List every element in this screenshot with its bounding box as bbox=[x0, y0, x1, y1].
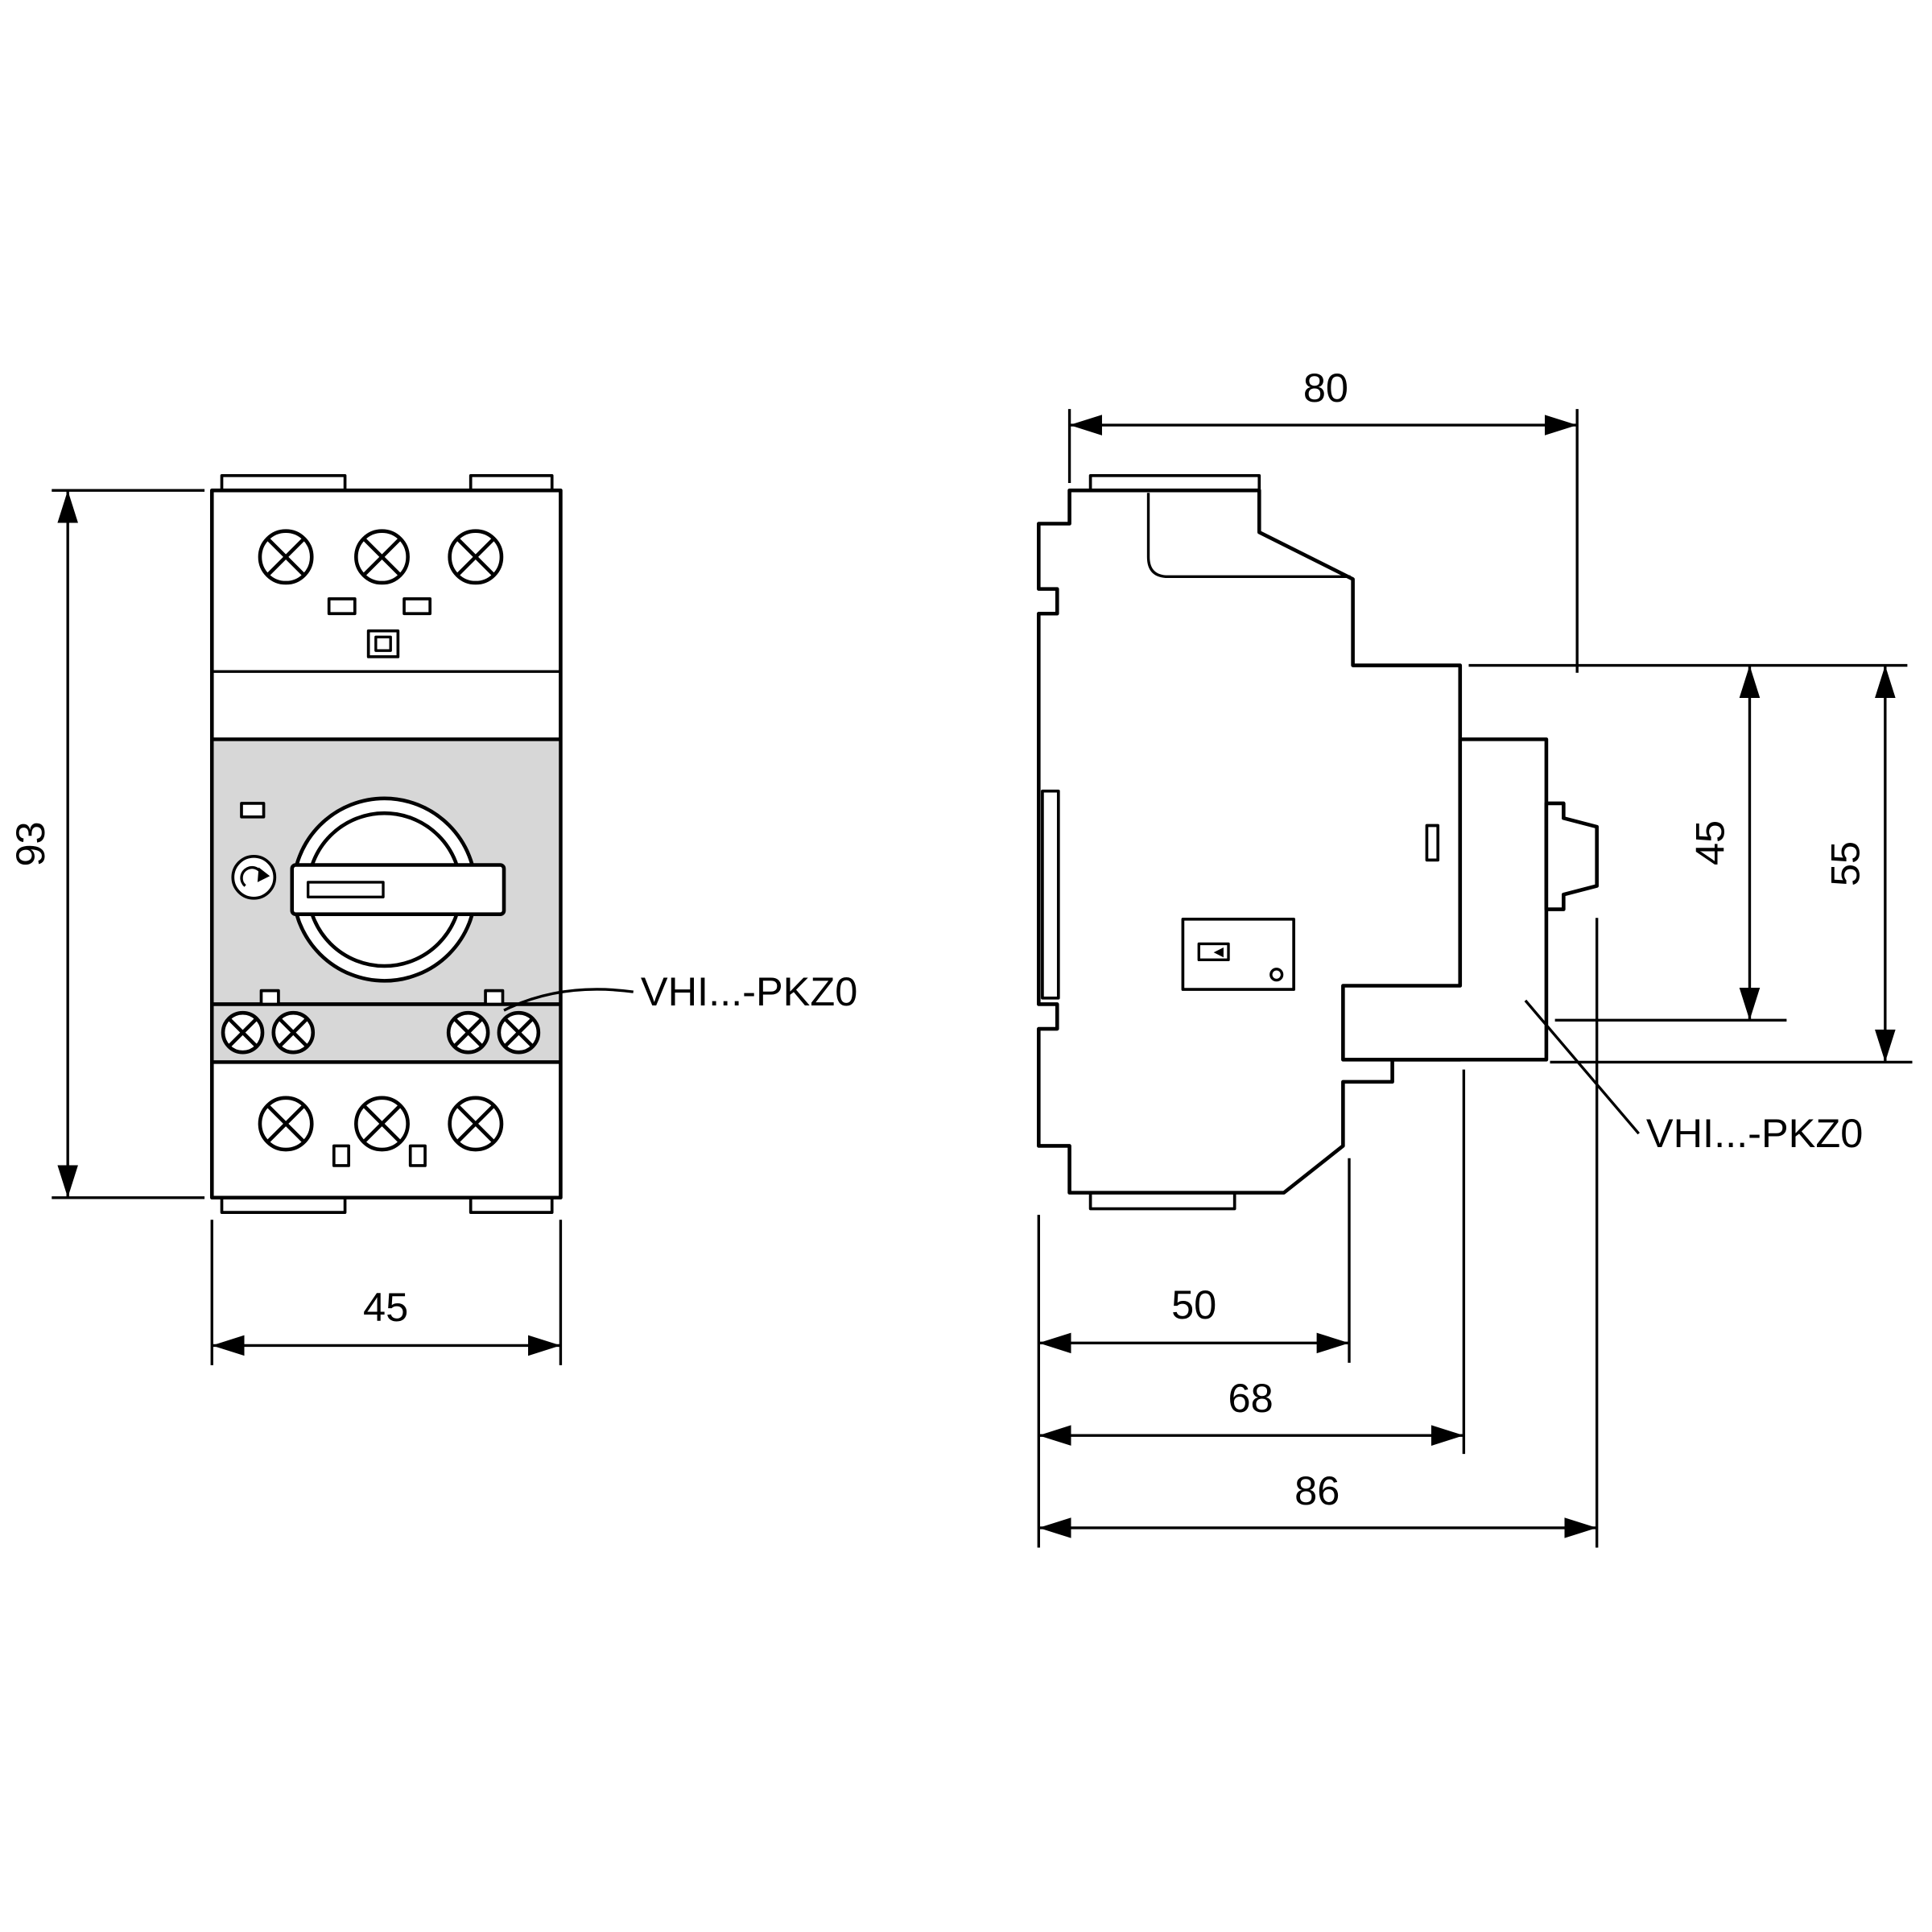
side-body bbox=[1037, 473, 1463, 1211]
cover-latch bbox=[259, 989, 280, 1006]
toggle-lever-profile bbox=[1544, 801, 1599, 911]
terminal-slot bbox=[402, 597, 432, 616]
terminal-screw-icon bbox=[450, 1098, 502, 1150]
dimension-depth-80: 80 bbox=[1067, 365, 1579, 673]
trip-test-button bbox=[231, 854, 277, 900]
dimension-label-93: 93 bbox=[7, 821, 53, 866]
side-cover-callout: VHI...-PKZ0 bbox=[1524, 999, 1863, 1156]
dimension-height-93: 93 bbox=[7, 489, 205, 1199]
terminal-slot bbox=[408, 1144, 427, 1167]
terminal-screw-icon bbox=[450, 531, 502, 583]
test-window-inner bbox=[374, 635, 392, 652]
terminal-screw-icon bbox=[260, 531, 312, 583]
dimension-label-80: 80 bbox=[1303, 365, 1348, 411]
front-bottom-terminals bbox=[260, 1098, 502, 1167]
test-window bbox=[366, 629, 400, 658]
rotate-arrow-head-icon bbox=[257, 867, 270, 882]
breaker-side-outline bbox=[1037, 488, 1463, 1195]
cover-latch bbox=[484, 989, 505, 1006]
dimension-depth-50: 50 bbox=[1037, 1158, 1351, 1548]
leader-line bbox=[503, 988, 634, 1012]
terminal-slot bbox=[327, 597, 357, 616]
cover-screw-icon bbox=[448, 1013, 488, 1052]
side-view: 80 45 55 50 68 86 bbox=[1037, 365, 1913, 1548]
dimension-width-45: 45 bbox=[210, 1220, 563, 1365]
front-view: 93 45 VHI...-PKZ0 bbox=[7, 473, 857, 1365]
side-cover bbox=[1341, 737, 1599, 1062]
leader-line bbox=[1524, 999, 1640, 1135]
terminal-screw-icon bbox=[356, 531, 407, 583]
rotary-handle-grip bbox=[306, 881, 385, 898]
dimension-label-68: 68 bbox=[1228, 1375, 1273, 1421]
rotary-handle-lever bbox=[290, 863, 506, 917]
cover-screw-icon bbox=[223, 1013, 262, 1052]
label-plate-symbol bbox=[1197, 942, 1230, 962]
dimension-label-45-side: 45 bbox=[1686, 820, 1732, 865]
dimension-label-86: 86 bbox=[1294, 1468, 1340, 1513]
terminal-slot bbox=[332, 1144, 350, 1167]
rating-label-plate bbox=[1181, 918, 1295, 991]
dimension-label-45: 45 bbox=[363, 1284, 408, 1330]
cover-label: VHI...-PKZ0 bbox=[1646, 1110, 1863, 1156]
dimension-label-50: 50 bbox=[1171, 1282, 1216, 1327]
terminal-screw-icon bbox=[356, 1098, 407, 1150]
din-rail-clip bbox=[1041, 789, 1060, 1000]
front-cover-callout: VHI...-PKZ0 bbox=[503, 968, 857, 1014]
dimension-cover-55: 55 bbox=[1550, 665, 1913, 1064]
dimension-label-55: 55 bbox=[1823, 841, 1868, 886]
cover-screw-icon bbox=[499, 1013, 539, 1052]
dimension-depth-86: 86 bbox=[1038, 918, 1599, 1548]
front-plate-slot bbox=[1425, 824, 1440, 862]
cover-screw-icon bbox=[274, 1013, 313, 1052]
indicator-window bbox=[240, 802, 266, 819]
dimension-cover-45: 45 bbox=[1468, 663, 1908, 1022]
label-plate-arrow-icon bbox=[1213, 947, 1224, 958]
housing-contour-line bbox=[1146, 493, 1351, 579]
label-plate-dot-icon bbox=[1269, 968, 1284, 982]
dimension-depth-68: 68 bbox=[1038, 1069, 1466, 1455]
terminal-screw-icon bbox=[260, 1098, 312, 1150]
insulating-cover-profile bbox=[1341, 737, 1549, 1062]
front-handle-section bbox=[231, 796, 506, 983]
mount-foot bbox=[1088, 1191, 1236, 1211]
front-top-terminals bbox=[260, 531, 502, 658]
cover-label: VHI...-PKZ0 bbox=[641, 968, 857, 1014]
